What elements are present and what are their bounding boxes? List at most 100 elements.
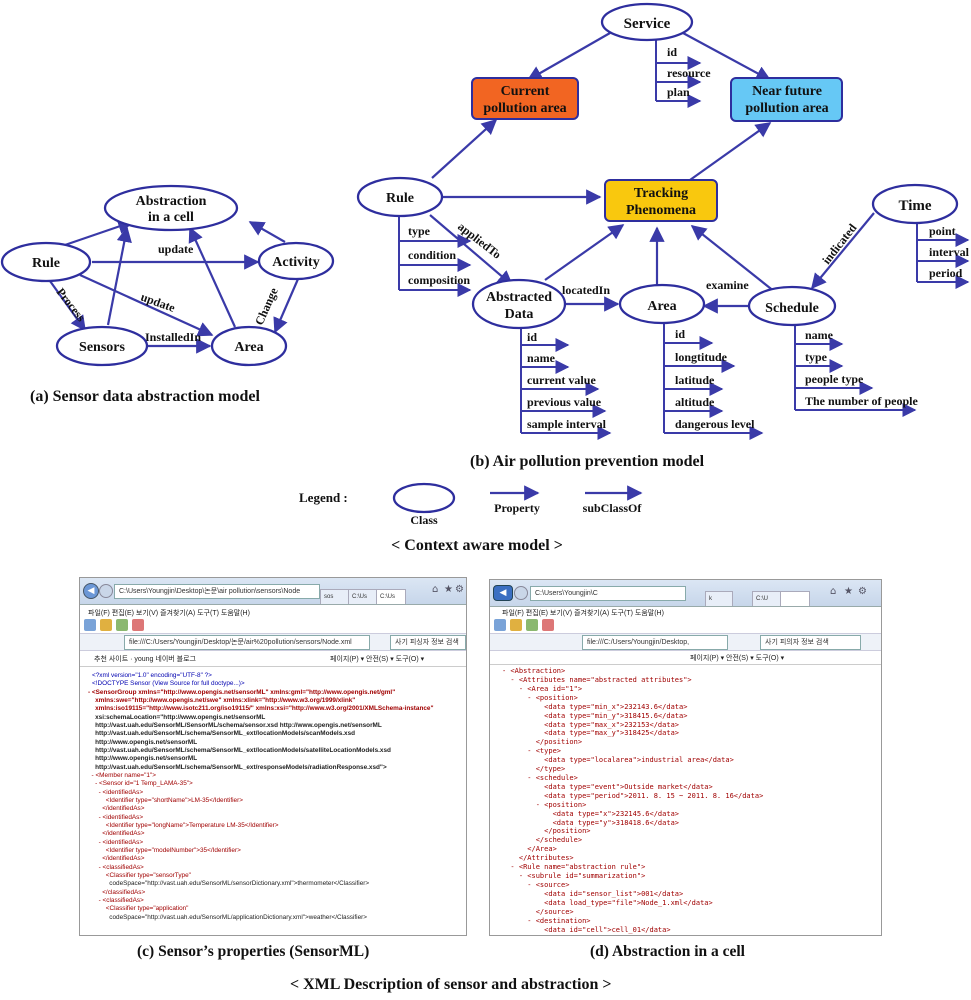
xml-line: - <source> xyxy=(502,881,570,889)
favorites-bar[interactable]: 추천 사이트 · young 네이버 블로그 xyxy=(94,656,196,663)
command-bar[interactable]: 페이지(P) ▾ 안전(S) ▾ 도구(O) ▾ xyxy=(690,655,785,662)
xml-line: - <Sensor id="1 Temp_LAMA-35"> xyxy=(88,780,193,787)
toolbar-icon[interactable] xyxy=(494,619,506,631)
edge-update-label: update xyxy=(158,242,194,256)
nav-bar: file:///C:/Users/Youngjin/Desktop/논문/air… xyxy=(80,633,466,651)
area-prop-id: id xyxy=(675,327,685,341)
schedule-prop-people-type: people type xyxy=(805,372,864,386)
xml-line: http://vast.uah.edu/SensorML/schema/Sens… xyxy=(88,747,391,754)
nav-bar: file:///C:/Users/Youngjin/Desktop, 사기 피의… xyxy=(490,633,881,651)
edge-change-label: Change xyxy=(252,285,281,327)
url-field[interactable]: file:///C:/Users/Youngjin/Desktop, xyxy=(582,635,728,650)
xml-line: - <subrule id="summarization"> xyxy=(502,872,646,880)
address-bar[interactable]: C:\Users\Youngjin\Desktop\논문\air polluti… xyxy=(114,584,320,599)
xml-line: - <Abstraction> xyxy=(502,667,566,675)
xml-line: xsi:schemaLocation="http://www.opengis.n… xyxy=(88,714,266,721)
legend-subclass-label: subClassOf xyxy=(583,501,643,515)
xml-line: - <Attributes name="abstracted attribute… xyxy=(502,676,692,684)
xml-line: <data type="localarea">industrial area</… xyxy=(502,756,734,764)
xml-line: <?xml version="1.0" encoding="UTF-8" ?> xyxy=(92,672,212,679)
back-button[interactable]: ◀ xyxy=(493,585,513,601)
toolbar-icon[interactable] xyxy=(100,619,112,631)
address-bar[interactable]: C:\Users\Youngjin\C xyxy=(530,586,686,601)
node-near-label: Near future xyxy=(752,84,822,99)
node-area-b xyxy=(618,283,706,325)
toolbar-icon[interactable] xyxy=(84,619,96,631)
node-current-label-2: pollution area xyxy=(483,101,566,116)
toolbar-icon[interactable] xyxy=(510,619,522,631)
url-field[interactable]: file:///C:/Users/Youngjin/Desktop/논문/air… xyxy=(124,635,370,650)
forward-button[interactable] xyxy=(514,586,528,600)
xml-line: - <classifiedAs> xyxy=(88,864,144,871)
node-rule-b-label: Rule xyxy=(386,191,414,206)
tab-1[interactable]: k xyxy=(705,591,733,606)
xml-line: - <position> xyxy=(502,694,578,702)
home-icon[interactable]: ⌂ xyxy=(830,586,837,597)
node-rule-b xyxy=(356,176,444,218)
toolbar-icon[interactable] xyxy=(132,619,144,631)
context-aware-caption: < Context aware model > xyxy=(391,537,563,554)
xml-line: http://vast.uah.edu/SensorML/schema/Sens… xyxy=(88,764,387,771)
abstracted-prop-sample: sample interval xyxy=(527,417,607,431)
gear-icon[interactable]: ⚙ xyxy=(858,586,867,597)
node-tracking-label-2: Phenomena xyxy=(626,203,696,218)
schedule-prop-name: name xyxy=(805,328,834,342)
menu-bar[interactable]: 파일(F) 편집(E) 보기(V) 즐겨찾기(A) 도구(T) 도움말(H) xyxy=(88,610,250,617)
search-field[interactable]: 사기 피의자 정보 검색 xyxy=(760,635,861,650)
caption-b: (b) Air pollution prevention model xyxy=(470,453,705,470)
tab-1[interactable]: sos xyxy=(320,589,350,604)
time-prop-period: period xyxy=(929,266,963,280)
tab-3[interactable] xyxy=(780,591,810,606)
rule-props-rake xyxy=(398,215,472,297)
toolbar-icon[interactable] xyxy=(116,619,128,631)
browser-titlebar: ◀ C:\Users\Youngjin\C k C:\U ⌂ ★ ⚙ xyxy=(490,580,881,607)
star-icon[interactable]: ★ xyxy=(844,586,853,597)
xml-line: http://vast.uah.edu/SensorML/schema/Sens… xyxy=(88,730,356,737)
node-abstraction-in-a-cell xyxy=(103,184,239,232)
area-prop-longtitude: longtitude xyxy=(675,350,728,364)
edge-indicated-label: indicated xyxy=(819,221,859,267)
node-schedule xyxy=(747,285,837,327)
menu-bar[interactable]: 파일(F) 편집(E) 보기(V) 즐겨찾기(A) 도구(T) 도움말(H) xyxy=(502,610,664,617)
star-icon[interactable]: ★ xyxy=(444,584,453,595)
tab-2[interactable]: C:\U xyxy=(752,591,782,606)
xml-line: - <Area id="1"> xyxy=(502,685,583,693)
node-service xyxy=(600,2,694,42)
edge-locatedin-label: locatedIn xyxy=(562,283,610,297)
xml-line: <!DOCTYPE Sensor (View Source for full d… xyxy=(92,680,245,687)
xml-line: - <classifiedAs> xyxy=(88,897,144,904)
xml-line: <data id="cell">cell_01</data> xyxy=(502,926,671,934)
xml-line: - <type> xyxy=(502,747,562,755)
back-button[interactable]: ◀ xyxy=(83,583,99,599)
toolbar-icon[interactable] xyxy=(526,619,538,631)
xml-line: <data id="sensor_list">001</data> xyxy=(502,890,684,898)
time-props-rake xyxy=(916,221,970,289)
toolbar-icon[interactable] xyxy=(542,619,554,631)
xml-line: <Classifier type="sensorType" xyxy=(88,872,191,879)
edge-installedin-label: InstalledIn xyxy=(145,330,201,344)
node-area-b-label: Area xyxy=(647,299,676,314)
command-bar[interactable]: 페이지(P) ▾ 안전(S) ▾ 도구(O) ▾ xyxy=(330,656,425,663)
model-a-edges xyxy=(49,219,300,354)
xml-line: xmlns:iso19115="http://www.isotc211.org/… xyxy=(88,705,434,712)
node-sensors-label: Sensors xyxy=(79,340,125,355)
tab-3[interactable]: C:\Us xyxy=(376,589,406,604)
xml-line: </schedule> xyxy=(502,836,583,844)
node-area-a xyxy=(210,325,288,367)
service-prop-id: id xyxy=(667,45,677,59)
xml-line: <Classifier type="application" xyxy=(88,905,189,912)
xml-line: - <SensorGroup xmlns="http://www.opengis… xyxy=(88,689,396,696)
forward-button[interactable] xyxy=(99,584,113,598)
edge-process-label: Process xyxy=(54,285,89,324)
tab-2[interactable]: C:\Us xyxy=(348,589,378,604)
search-field[interactable]: 사기 피싱자 정보 검색 xyxy=(390,635,466,650)
node-activity-label: Activity xyxy=(272,255,319,270)
abstracted-prop-previous: previous value xyxy=(527,395,602,409)
home-icon[interactable]: ⌂ xyxy=(432,584,439,595)
rule-prop-composition: composition xyxy=(408,273,470,287)
node-time xyxy=(871,183,959,225)
caption-c: (c) Sensor’s properties (SensorML) xyxy=(137,943,370,960)
rule-prop-condition: condition xyxy=(408,248,456,262)
context-aware-diagram: update update Process Change InstalledIn… xyxy=(0,2,970,554)
gear-icon[interactable]: ⚙ xyxy=(455,584,464,595)
